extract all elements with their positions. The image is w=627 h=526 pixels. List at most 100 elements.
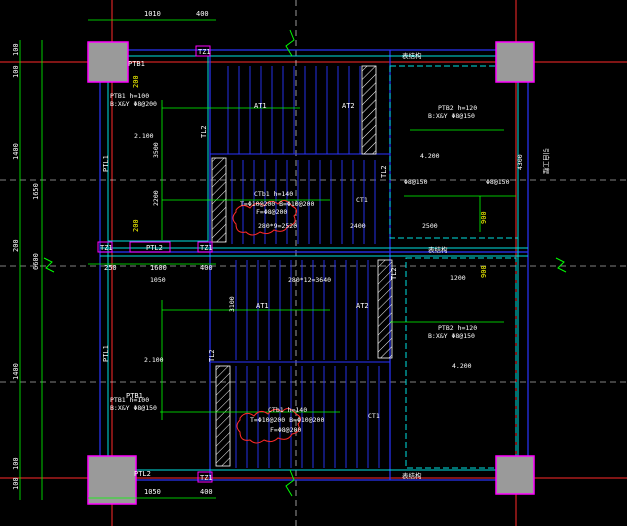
label-tl2-c: TL2 <box>208 349 216 362</box>
dim-text-left-total-2: 1650 <box>32 183 40 200</box>
note-flight-mid: 280*12=3640 <box>288 276 331 284</box>
dim-text-mid-2: 1600 <box>150 264 167 272</box>
label-tl2-d: TL2 <box>390 267 398 280</box>
mark-200-a: 200 <box>132 75 140 88</box>
hatch-wall-4 <box>215 365 231 467</box>
column-bottom-left <box>87 455 137 505</box>
note-ct1-4: 280*9=2520 <box>258 222 297 230</box>
elev-4: 2.100 <box>144 356 164 364</box>
dimension-lines <box>19 19 516 500</box>
note-ct1-3: F=Φ8@200 <box>256 208 287 216</box>
label-ptb1-top: PTB1 <box>128 60 145 68</box>
label-at2-b: AT2 <box>356 302 369 310</box>
bar-a: Φ8@150 <box>404 178 428 186</box>
dim-text-left-4: 1400 <box>12 363 20 380</box>
note-ptb1-bottom-2: B:X&Y Φ8@150 <box>110 404 157 412</box>
dim-4300: 4300 <box>516 154 524 170</box>
elev-2: 4.200 <box>452 362 472 370</box>
stair-note-texts: CTb1 h=140 T=Φ10@200 B=Φ10@200 F=Φ8@200 … <box>240 190 380 434</box>
note-ct1-2: T=Φ10@200 B=Φ10@200 <box>240 200 314 208</box>
dim-text-left-3: 1400 <box>12 143 20 160</box>
beam-label-texts: PTB1 TZ1 PTL1 TZ1 PTL2 TZ1 PTL1 PTB1 PTL… <box>100 48 398 482</box>
note-ptb1-top-2: B:X&Y Φ8@200 <box>110 100 157 108</box>
left-dimension-texts: 100 100 1400 1400 200 100 100 6600 1650 <box>12 43 40 490</box>
label-at1-b: AT1 <box>256 302 269 310</box>
note-ptb2-top-2: B:X&Y Φ8@150 <box>428 112 475 120</box>
label-ptl2: PTL2 <box>146 244 163 252</box>
dim-text-mid-1: 250 <box>104 264 117 272</box>
dim-text-left-1: 100 <box>12 43 20 56</box>
label-tl2-b: TL2 <box>380 165 388 178</box>
tag-box-ptl2 <box>129 241 171 253</box>
cloud-1 <box>232 200 298 236</box>
stair-flight-lower <box>210 361 391 468</box>
dim-text-top-2: 400 <box>196 10 209 18</box>
dim-text-bottom-1: 1050 <box>144 488 161 496</box>
dim-text-left-7: 100 <box>12 477 20 490</box>
label-tz1-top: TZ1 <box>198 48 211 56</box>
note-ct2-2: T=Φ10@200 B=Φ10@200 <box>250 416 324 424</box>
break-mark-left <box>43 257 55 273</box>
hatch-wall-3 <box>377 259 393 359</box>
elev-3: 2.100 <box>134 132 154 140</box>
note-ct1-1: CTb1 h=140 <box>254 190 293 198</box>
note-ct2-1: CTb1 h=140 <box>268 406 307 414</box>
label-tz1-bot: TZ1 <box>200 474 213 482</box>
dim-2500: 2500 <box>422 222 438 230</box>
dim-text-left-5: 200 <box>12 239 20 252</box>
column-top-left <box>87 41 129 83</box>
label-tz1-mid-b: TZ1 <box>200 244 213 252</box>
dim-2200: 2200 <box>152 190 160 206</box>
yellow-marks: 200 200 900 900 <box>132 75 488 278</box>
cloud-2 <box>236 408 302 444</box>
label-ptl2-bottom: PTL2 <box>134 470 151 478</box>
label-tl2-a: TL2 <box>200 125 208 138</box>
tag-box-tz1-bot <box>197 471 213 483</box>
edge-label-mid: 表结构 <box>428 245 448 254</box>
dim-3100: 3100 <box>228 296 236 312</box>
dim-text-top-1: 1010 <box>144 10 161 18</box>
beam-ptb2-mid <box>405 257 517 469</box>
note-ptb1-top-1: PTB1 h=100 <box>110 92 149 100</box>
edge-label-top: 表结构 <box>402 51 422 60</box>
break-mark-bottom <box>285 469 295 497</box>
tag-box-tz1-top <box>195 45 211 57</box>
beam-ptb2-top <box>389 65 519 239</box>
side-note: 引自工程 <box>542 148 551 175</box>
column-top-right <box>495 41 535 83</box>
dim-text-bottom-2: 400 <box>200 488 213 496</box>
dim-3500: 3500 <box>152 142 160 158</box>
label-ptl1: PTL1 <box>102 155 110 172</box>
break-mark-top <box>285 29 295 57</box>
note-ptb2-top-1: PTB2 h=120 <box>438 104 477 112</box>
break-mark-right <box>555 257 567 273</box>
hatch-wall-1 <box>361 65 377 155</box>
stair-flight-upper <box>210 66 390 155</box>
column-bottom-right <box>495 455 535 495</box>
beam-tags <box>97 45 213 483</box>
beam-outlines <box>100 55 528 471</box>
outer-boundary <box>99 49 529 481</box>
revision-clouds <box>232 200 302 444</box>
label-tz1-mid-a: TZ1 <box>100 244 113 252</box>
misc-texts: 4.200 4.200 2.100 2.100 引自工程 表结构 表结构 表结构… <box>134 51 551 480</box>
slab-note-texts: PTB1 h=100 B:X&Y Φ8@200 PTB2 h=120 B:X&Y… <box>110 92 477 412</box>
dim-1200: 1200 <box>450 274 466 282</box>
elev-1: 4.200 <box>420 152 440 160</box>
columns <box>87 41 535 505</box>
note-ct2-id: CT1 <box>368 412 380 420</box>
dimension-texts: 1010 400 1050 400 250 1600 400 <box>104 10 213 496</box>
dim-text-mid-3: 400 <box>200 264 213 272</box>
label-ptl1-lower: PTL1 <box>102 345 110 362</box>
label-at1-a: AT1 <box>254 102 267 110</box>
note-ct2-3: F=Φ8@200 <box>270 426 301 434</box>
note-ptb1-bottom-1: PTB1 h=100 <box>110 396 149 404</box>
break-marks <box>43 29 567 497</box>
mark-200-b: 200 <box>132 219 140 232</box>
label-at2-a: AT2 <box>342 102 355 110</box>
tag-box-tz1-mid-a <box>97 241 113 253</box>
dim-text-left-total-1: 6600 <box>32 253 40 270</box>
note-ct1-id: CT1 <box>356 196 368 204</box>
